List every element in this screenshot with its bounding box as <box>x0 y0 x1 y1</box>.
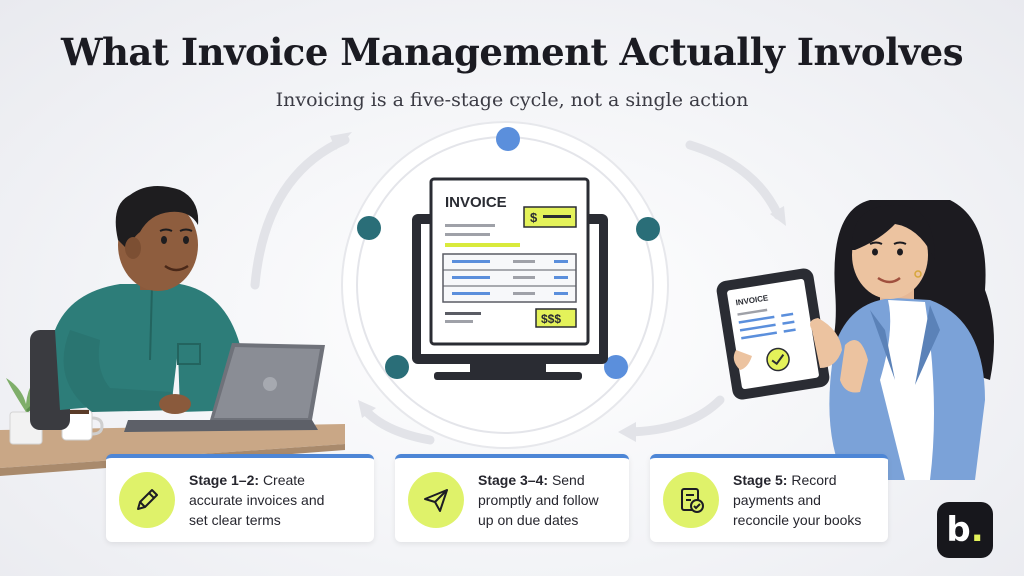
brand-logo-dot: . <box>970 510 984 550</box>
page-subtitle: Invoicing is a five-stage cycle, not a s… <box>275 89 749 111</box>
stage-1-label: Stage 1–2: <box>189 472 260 488</box>
man-illustration <box>30 186 246 430</box>
stage-card-3: Stage 5: Record payments and reconcile y… <box>650 454 888 542</box>
laptop-illustration <box>124 343 325 432</box>
tablet-check-icon <box>766 347 790 372</box>
stage-card-2: Stage 3–4: Send promptly and follow up o… <box>395 454 629 542</box>
stage-3-text-line1: Record <box>791 472 837 488</box>
cycle-arrow-top-right <box>685 140 783 220</box>
page-title: What Invoice Management Actually Involve… <box>60 30 964 74</box>
cycle-arrow-bottom-right <box>625 395 725 437</box>
stage-3-text-line2: payments and <box>733 492 821 508</box>
stage-2-text-line1: Send <box>551 472 585 488</box>
monitor-invoice-heading: INVOICE <box>445 194 507 211</box>
stage-2-text-line3: up on due dates <box>478 512 579 528</box>
monitor-total-symbols: $$$ <box>541 312 561 326</box>
tablet-illustration: INVOICE <box>716 268 842 400</box>
cycle-arrow-top-left <box>250 135 350 290</box>
checklist-icon <box>663 472 719 528</box>
woman-illustration <box>829 200 994 480</box>
cycle-node-bottom-right <box>604 355 628 379</box>
stage-1-text-line3: set clear terms <box>189 512 281 528</box>
stage-3-text-line3: reconcile your books <box>733 512 862 528</box>
brand-logo-letter: b <box>946 510 971 550</box>
stage-3-label: Stage 5: <box>733 472 788 488</box>
cycle-node-top <box>496 127 520 151</box>
brand-logo: b. <box>937 502 993 558</box>
cycle-node-left <box>357 216 381 240</box>
stage-2-label: Stage 3–4: <box>478 472 549 488</box>
paper-plane-icon <box>408 472 464 528</box>
monitor-amount-symbol: $ <box>530 210 538 225</box>
stage-1-text-line2: accurate invoices and <box>189 492 325 508</box>
cycle-node-right <box>636 217 660 241</box>
stage-2-text-line2: promptly and follow <box>478 492 599 508</box>
cycle-node-bottom-left <box>385 355 409 379</box>
monitor-illustration: INVOICE $ $$$ <box>412 177 608 380</box>
cycle-arrow-bottom-left <box>360 405 435 445</box>
pencil-icon <box>119 472 175 528</box>
cycle-arrows <box>250 135 783 445</box>
stage-card-1: Stage 1–2: Create accurate invoices and … <box>106 454 374 542</box>
stage-1-text-line1: Create <box>262 472 305 488</box>
